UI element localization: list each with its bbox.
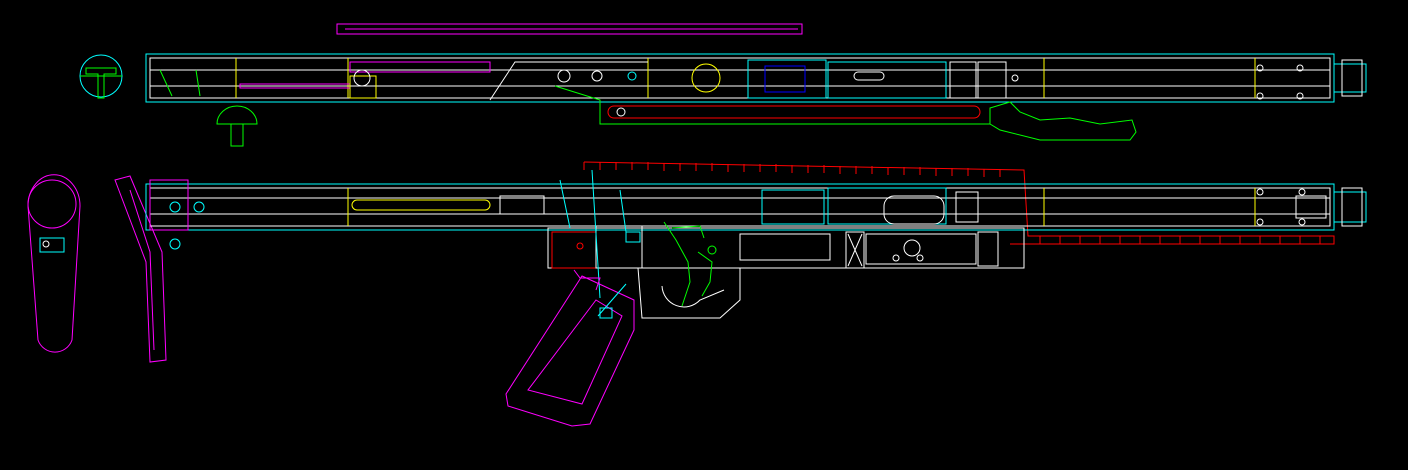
cocking-lever <box>554 85 1137 141</box>
barrel-section-top-view <box>145 53 1367 103</box>
stock-end-view <box>27 174 81 353</box>
picatinny-rail <box>583 161 1335 245</box>
screw-head-detail <box>79 54 258 147</box>
pistol-grip <box>505 275 635 427</box>
top-slide-bar <box>336 23 803 35</box>
stock-side-view <box>114 175 167 363</box>
lower-receiver <box>547 169 1025 299</box>
trigger-guard <box>637 221 741 319</box>
assembled-side-view <box>145 179 1367 250</box>
